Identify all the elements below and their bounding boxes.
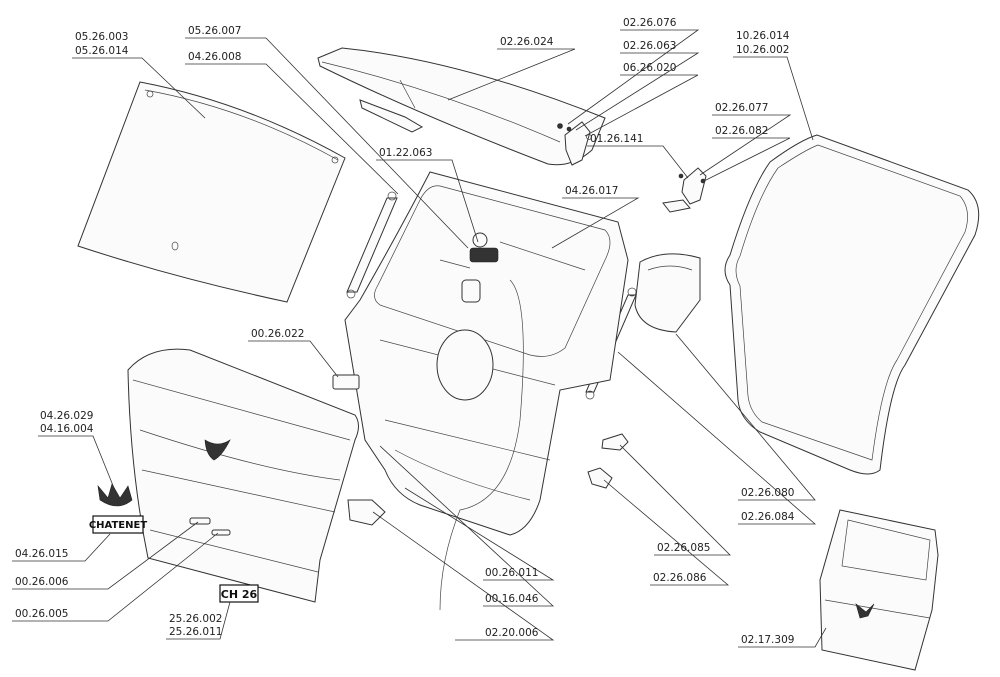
label-02-26-024: 02.26.024 bbox=[500, 36, 554, 48]
svg-text:CH 26: CH 26 bbox=[221, 588, 258, 601]
tailgate-frame bbox=[344, 171, 629, 611]
label-00-26-011: 00.26.011 bbox=[485, 567, 538, 579]
label-02-26-086: 02.26.086 bbox=[653, 572, 707, 584]
label-02-26-076: 02.26.076 bbox=[623, 17, 677, 29]
leader-lines bbox=[12, 29, 827, 648]
label-04-26-017: 04.26.017 bbox=[565, 185, 618, 197]
label-02-26-085: 02.26.085 bbox=[657, 542, 710, 554]
assembled-tailgate-thumbnail bbox=[819, 509, 939, 671]
label-04-26-015: 04.26.015 bbox=[15, 548, 68, 560]
label-06-26-020: 06.26.020 bbox=[623, 62, 676, 74]
label-02-20-006: 02.20.006 bbox=[485, 627, 539, 639]
outer-tailgate bbox=[127, 348, 359, 603]
label-02-26-084: 02.26.084 bbox=[741, 511, 795, 523]
label-00-16-046: 00.16.046 bbox=[485, 593, 539, 605]
label-00-26-022: 00.26.022 bbox=[251, 328, 304, 340]
ch26-badge: CH 26 bbox=[219, 584, 259, 603]
trim-panel bbox=[634, 253, 701, 333]
label-25-26-002: 25.26.002 bbox=[169, 613, 222, 625]
label-02-26-077: 02.26.077 bbox=[715, 102, 768, 114]
label-10-26-014: 10.26.014 bbox=[736, 30, 790, 42]
label-04-26-029: 04.26.029 bbox=[40, 410, 93, 422]
label-25-26-011: 25.26.011 bbox=[169, 626, 222, 638]
label-02-26-063: 02.26.063 bbox=[623, 40, 676, 52]
svg-text:CHATENET: CHATENET bbox=[89, 520, 148, 531]
label-01-26-141: 01.26.141 bbox=[590, 133, 643, 145]
label-10-26-002: 10.26.002 bbox=[736, 44, 789, 56]
label-02-26-080: 02.26.080 bbox=[741, 487, 794, 499]
small-parts bbox=[332, 374, 629, 526]
wiper-motor bbox=[439, 232, 586, 303]
label-05-26-007: 05.26.007 bbox=[188, 25, 241, 37]
crown-emblem bbox=[97, 483, 133, 507]
rear-glass-panel bbox=[77, 81, 346, 303]
label-05-26-003: 05.26.003 bbox=[75, 31, 128, 43]
door-seal bbox=[724, 134, 980, 475]
roof-spoiler bbox=[317, 47, 606, 166]
label-02-26-082: 02.26.082 bbox=[715, 125, 768, 137]
hinge-assembly bbox=[557, 121, 707, 213]
chatenet-badge: CHATENET bbox=[89, 515, 148, 534]
label-04-16-004: 04.16.004 bbox=[40, 423, 94, 435]
label-02-17-309: 02.17.309 bbox=[741, 634, 794, 646]
part-labels: 05.26.003 05.26.014 05.26.007 04.26.008 … bbox=[15, 17, 795, 646]
label-04-26-008: 04.26.008 bbox=[188, 51, 241, 63]
label-01-22-063: 01.22.063 bbox=[379, 147, 432, 159]
label-05-26-014: 05.26.014 bbox=[75, 45, 129, 57]
label-00-26-006: 00.26.006 bbox=[15, 576, 69, 588]
label-00-26-005: 00.26.005 bbox=[15, 608, 68, 620]
